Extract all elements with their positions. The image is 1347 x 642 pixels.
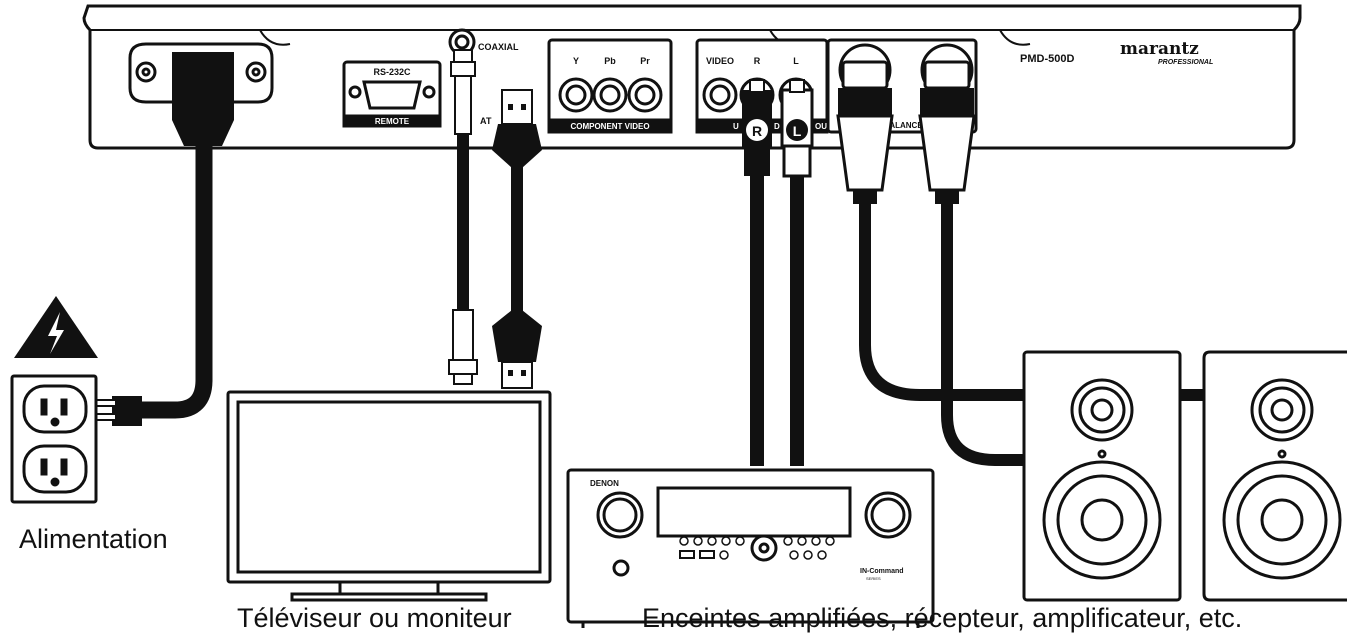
rca-cable-left — [778, 77, 814, 466]
speaker-left — [1022, 350, 1182, 602]
component-video-block — [547, 38, 673, 134]
remote-label: REMOTE — [375, 117, 410, 126]
xlr-cable-2 — [918, 60, 1030, 466]
rca-plug-right-label: R — [752, 123, 762, 139]
brand-sub: PROFESSIONAL — [1158, 59, 1213, 66]
pr-label: Pr — [640, 56, 650, 66]
pb-label: Pb — [604, 56, 616, 66]
r-label: R — [754, 56, 761, 66]
tv-monitor — [226, 390, 552, 602]
d-fragment: D — [774, 122, 780, 131]
power-outlet — [10, 374, 98, 504]
receiver-buttons — [679, 536, 835, 560]
rca-plug-left-label: L — [793, 123, 802, 139]
tv-caption: Téléviseur ou moniteur — [237, 603, 512, 633]
hdmi-cable — [492, 89, 542, 389]
rca-cable-right — [739, 77, 775, 466]
t-fragment: T — [486, 116, 492, 126]
receiver-badge: IN-Command — [860, 568, 904, 575]
y-label: Y — [573, 56, 579, 66]
balanced-label: BALANCED — [884, 121, 929, 130]
coaxial-label: COAXIAL — [478, 42, 519, 52]
rs232-label: RS-232C — [373, 67, 411, 77]
component-label: COMPONENT VIDEO — [570, 122, 649, 131]
speaker-right — [1202, 350, 1347, 602]
ou-fragment: OU — [815, 122, 827, 131]
receiver-brand: DENON — [590, 479, 619, 488]
xlr-cable-1 — [836, 60, 1030, 401]
speakers-caption: Enceintes amplifiées, récepteur, amplifi… — [642, 603, 1243, 633]
brand-logo: marantz — [1120, 39, 1199, 59]
a-fragment: A — [480, 116, 487, 126]
l-label: L — [793, 56, 799, 66]
power-caption: Alimentation — [19, 524, 168, 554]
warning-icon — [14, 296, 98, 358]
u-fragment: U — [733, 122, 739, 131]
coaxial-port — [448, 28, 476, 56]
coaxial-cable — [448, 49, 478, 385]
video-label: VIDEO — [706, 56, 734, 66]
av-receiver — [566, 468, 935, 628]
model-label: PMD-500D — [1020, 53, 1074, 65]
receiver-badge-sub: SERIES — [866, 576, 881, 581]
rs232-port — [342, 60, 442, 128]
